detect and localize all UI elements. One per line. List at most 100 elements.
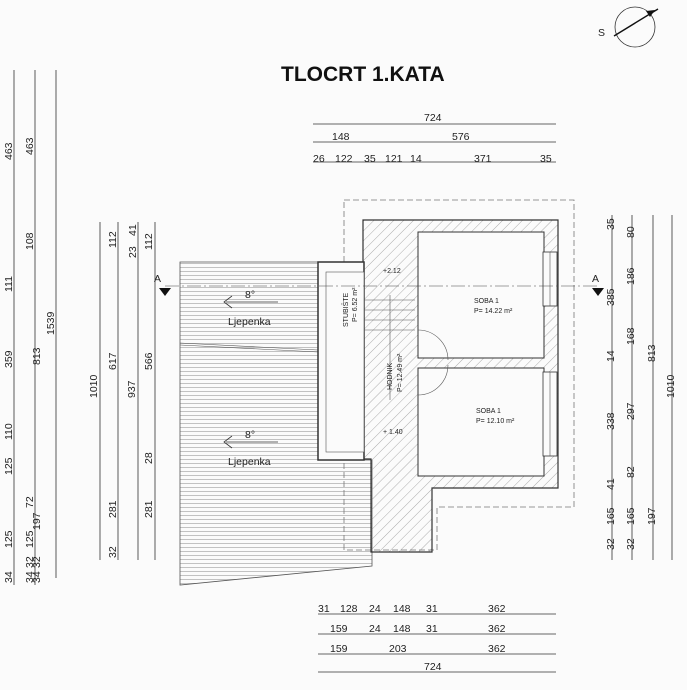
dim-left-28: 28 bbox=[143, 452, 155, 464]
dim-left-111: 111 bbox=[3, 276, 15, 292]
dim-left-359: 359 bbox=[3, 350, 15, 368]
dim-bottom-128: 128 bbox=[340, 603, 358, 615]
dim-left-1010: 1010 bbox=[88, 374, 100, 398]
plan-title: TLOCRT 1.KATA bbox=[281, 63, 445, 86]
dim-left-937: 937 bbox=[126, 380, 138, 398]
dim-right-80: 80 bbox=[625, 226, 637, 238]
dim-right-813: 813 bbox=[646, 344, 658, 362]
dim-left-125a: 125 bbox=[3, 457, 15, 475]
slope-marker-top: 8° Ljepenka bbox=[223, 289, 278, 328]
right-dimensions: 35 385 14 338 41 165 32 80 186 168 297 8… bbox=[605, 215, 677, 560]
dim-top-122: 122 bbox=[335, 153, 353, 165]
dim-right-82: 82 bbox=[625, 466, 637, 478]
dim-left-112b: 112 bbox=[143, 233, 155, 250]
dim-left-566: 566 bbox=[143, 352, 155, 370]
dim-right-297: 297 bbox=[625, 402, 637, 420]
room-area-soba-top: P= 14.22 m² bbox=[474, 308, 513, 315]
room-area-soba-bottom: P= 12.10 m² bbox=[476, 418, 515, 425]
dim-left-108: 108 bbox=[24, 232, 36, 250]
slope-angle: 8° bbox=[245, 429, 255, 441]
dim-left-32b: 32 bbox=[31, 556, 43, 568]
dim-top-14: 14 bbox=[410, 153, 422, 165]
room-name-hodnik: HODNIK bbox=[387, 362, 394, 390]
dim-left-125c: 125 bbox=[24, 530, 36, 548]
dim-right-32b: 32 bbox=[625, 538, 637, 550]
dim-bottom-31c: 31 bbox=[426, 623, 438, 635]
dim-bottom-159b: 159 bbox=[330, 643, 348, 655]
room-name-soba-bottom: SOBA 1 bbox=[476, 408, 501, 415]
dim-top-26: 26 bbox=[313, 153, 325, 165]
section-mark-right: A bbox=[592, 273, 599, 285]
dim-left-72: 72 bbox=[24, 496, 36, 508]
dim-top-35b: 35 bbox=[540, 153, 552, 165]
dim-left-463b: 463 bbox=[24, 137, 36, 155]
dim-left-112a: 112 bbox=[107, 231, 119, 248]
dim-right-385: 385 bbox=[605, 288, 617, 306]
north-label: S bbox=[598, 27, 605, 39]
slope-label: Ljepenka bbox=[228, 316, 271, 328]
dim-left-23: 23 bbox=[127, 246, 139, 258]
dim-bottom-148a: 148 bbox=[393, 603, 411, 615]
room-name-soba-top: SOBA 1 bbox=[474, 298, 499, 305]
dim-left-617: 617 bbox=[107, 352, 119, 370]
slope-label: Ljepenka bbox=[228, 456, 271, 468]
dim-left-197: 197 bbox=[31, 512, 43, 530]
dim-right-165b: 165 bbox=[625, 507, 637, 525]
dim-top-371: 371 bbox=[474, 153, 492, 165]
room-area-hodnik: P= 12.49 m² bbox=[397, 353, 404, 392]
level-upper: +2.12 bbox=[383, 268, 401, 275]
building-walls bbox=[362, 219, 559, 553]
dim-right-338: 338 bbox=[605, 412, 617, 430]
dim-bottom-31b: 31 bbox=[426, 603, 438, 615]
dim-left-32a: 32 bbox=[24, 556, 36, 568]
dim-left-463a: 463 bbox=[3, 142, 15, 160]
dim-bottom-362a: 362 bbox=[488, 603, 506, 615]
dim-right-32a: 32 bbox=[605, 538, 617, 550]
dim-top-148: 148 bbox=[332, 131, 350, 143]
level-lower: + 1.40 bbox=[383, 429, 403, 436]
dim-right-165a: 165 bbox=[605, 507, 617, 525]
top-dimensions: 724 148 576 26 122 35 121 14 371 35 bbox=[313, 112, 556, 165]
room-area-stubiste: P= 6.52 m² bbox=[352, 287, 359, 322]
dim-right-197: 197 bbox=[646, 507, 658, 525]
dim-right-186: 186 bbox=[625, 267, 637, 285]
dim-top-576: 576 bbox=[452, 131, 470, 143]
section-line: A A bbox=[154, 273, 604, 296]
dim-right-35: 35 bbox=[605, 218, 617, 230]
dim-left-34b: 34 bbox=[24, 571, 36, 583]
dim-left-125b: 125 bbox=[3, 530, 15, 548]
dim-bottom-203: 203 bbox=[389, 643, 407, 655]
roof-outline bbox=[343, 199, 575, 551]
dim-top-35a: 35 bbox=[364, 153, 376, 165]
dim-left-1539: 1539 bbox=[45, 311, 57, 335]
left-dimensions: 463 111 359 110 125 125 34 463 108 125 7… bbox=[3, 70, 156, 585]
dim-top-121: 121 bbox=[385, 153, 403, 165]
dim-bottom-159a: 159 bbox=[330, 623, 348, 635]
dim-left-41: 41 bbox=[127, 224, 139, 236]
north-arrow: S bbox=[598, 6, 659, 48]
dim-left-34a: 34 bbox=[3, 571, 15, 583]
dim-left-281b: 281 bbox=[143, 500, 155, 518]
dim-left-281a: 281 bbox=[107, 500, 119, 518]
dim-left-813: 813 bbox=[31, 347, 43, 365]
dim-right-14: 14 bbox=[605, 350, 617, 362]
dim-bottom-total: 724 bbox=[424, 661, 442, 673]
dim-bottom-24a: 24 bbox=[369, 603, 381, 615]
dim-bottom-31a: 31 bbox=[318, 603, 330, 615]
dim-left-32c: 32 bbox=[107, 546, 119, 558]
slope-marker-bottom: 8° Ljepenka bbox=[223, 429, 278, 468]
dim-left-110: 110 bbox=[3, 423, 15, 440]
dim-right-1010: 1010 bbox=[665, 374, 677, 398]
dim-bottom-24b: 24 bbox=[369, 623, 381, 635]
staircase bbox=[317, 261, 415, 461]
dim-bottom-148b: 148 bbox=[393, 623, 411, 635]
dim-top-total: 724 bbox=[424, 112, 442, 124]
room-name-stubiste: STUBIŠTE bbox=[341, 292, 350, 327]
dim-left-34c: 34 bbox=[31, 571, 43, 583]
section-mark-left: A bbox=[154, 273, 161, 285]
dim-bottom-362c: 362 bbox=[488, 643, 506, 655]
dim-bottom-362b: 362 bbox=[488, 623, 506, 635]
slope-angle: 8° bbox=[245, 289, 255, 301]
dim-right-41: 41 bbox=[605, 478, 617, 490]
